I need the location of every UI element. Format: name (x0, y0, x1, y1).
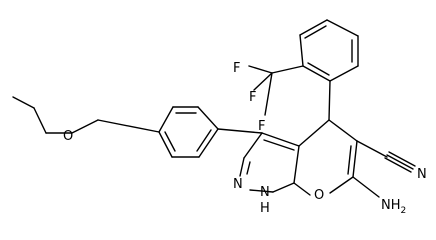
bond-lines (12, 19, 416, 198)
ring-oxygen-label: O (314, 188, 324, 203)
fluorine-2-label: F (249, 90, 256, 105)
fluorine-1-label: F (233, 61, 240, 76)
atom-labels: F F F O O N N N H NH2 (63, 61, 427, 216)
molecule-structure: F F F O O N N N H NH2 (12, 19, 427, 216)
pyrazole-nitrogen-label: N (233, 177, 243, 192)
pyrazole-nh-label: N (260, 185, 270, 200)
nitrile-nitrogen-label: N (417, 167, 427, 182)
amino-group-label: NH2 (381, 198, 406, 216)
nh-hydrogen-label: H (260, 201, 270, 216)
fluorine-3-label: F (258, 119, 265, 134)
amino-text: NH (381, 198, 401, 213)
amino-subscript: 2 (401, 206, 407, 216)
ether-oxygen-label: O (63, 129, 73, 144)
